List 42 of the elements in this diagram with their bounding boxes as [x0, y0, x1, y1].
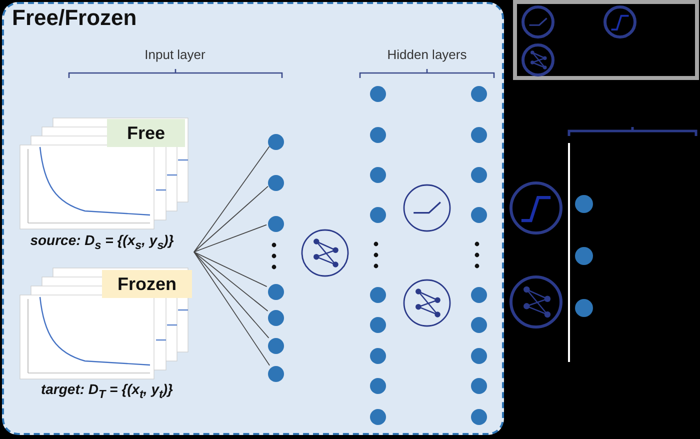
connector-line — [194, 146, 270, 252]
neuron-circle — [370, 167, 386, 183]
connector-line — [194, 252, 270, 338]
neuron-circle — [268, 284, 284, 300]
neuron-circle — [268, 134, 284, 150]
neuron-circle — [471, 378, 487, 394]
panel-title: Free/Frozen — [12, 5, 137, 31]
neuron-circle — [268, 366, 284, 382]
neuron-circle — [268, 175, 284, 191]
neuron-circle — [471, 348, 487, 364]
neuron-circle — [370, 207, 386, 223]
connector-line — [194, 252, 268, 288]
status-tag: Frozen — [102, 270, 192, 298]
neuron-circle — [575, 247, 593, 265]
neuron-circle — [370, 348, 386, 364]
layer-label: Input layer — [144, 47, 206, 62]
neuron-circle — [268, 338, 284, 354]
neuron-circle — [370, 86, 386, 102]
neuron-circle — [471, 167, 487, 183]
neuron-circle — [370, 127, 386, 143]
neuron-circle — [268, 310, 284, 326]
neuron-circle — [268, 216, 284, 232]
neuron-circle — [471, 127, 487, 143]
neuron-circle — [471, 409, 487, 425]
neuron-circle — [370, 378, 386, 394]
neuron-circle — [370, 287, 386, 303]
dataset-caption: source: D$_{s}$ = {(x$_{s}$, y$_{s}$)} — [30, 232, 174, 252]
neuron-circle — [370, 409, 386, 425]
connector-line — [194, 186, 268, 252]
connector-line — [194, 252, 268, 312]
neuron-circle — [471, 287, 487, 303]
connector-line — [194, 224, 267, 252]
status-tag: Free — [107, 119, 185, 147]
layer-label: Hidden layers — [387, 47, 467, 62]
neuron-circle — [471, 317, 487, 333]
neuron-circle — [575, 299, 593, 317]
neuron-circle — [471, 86, 487, 102]
neuron-circle — [575, 195, 593, 213]
neuron-circle — [471, 207, 487, 223]
connector-line — [194, 252, 270, 366]
dataset-caption: target: D$_{T}$ = {(x$_{t}$, y$_{t}$)} — [40, 381, 174, 401]
neuron-circle — [370, 317, 386, 333]
